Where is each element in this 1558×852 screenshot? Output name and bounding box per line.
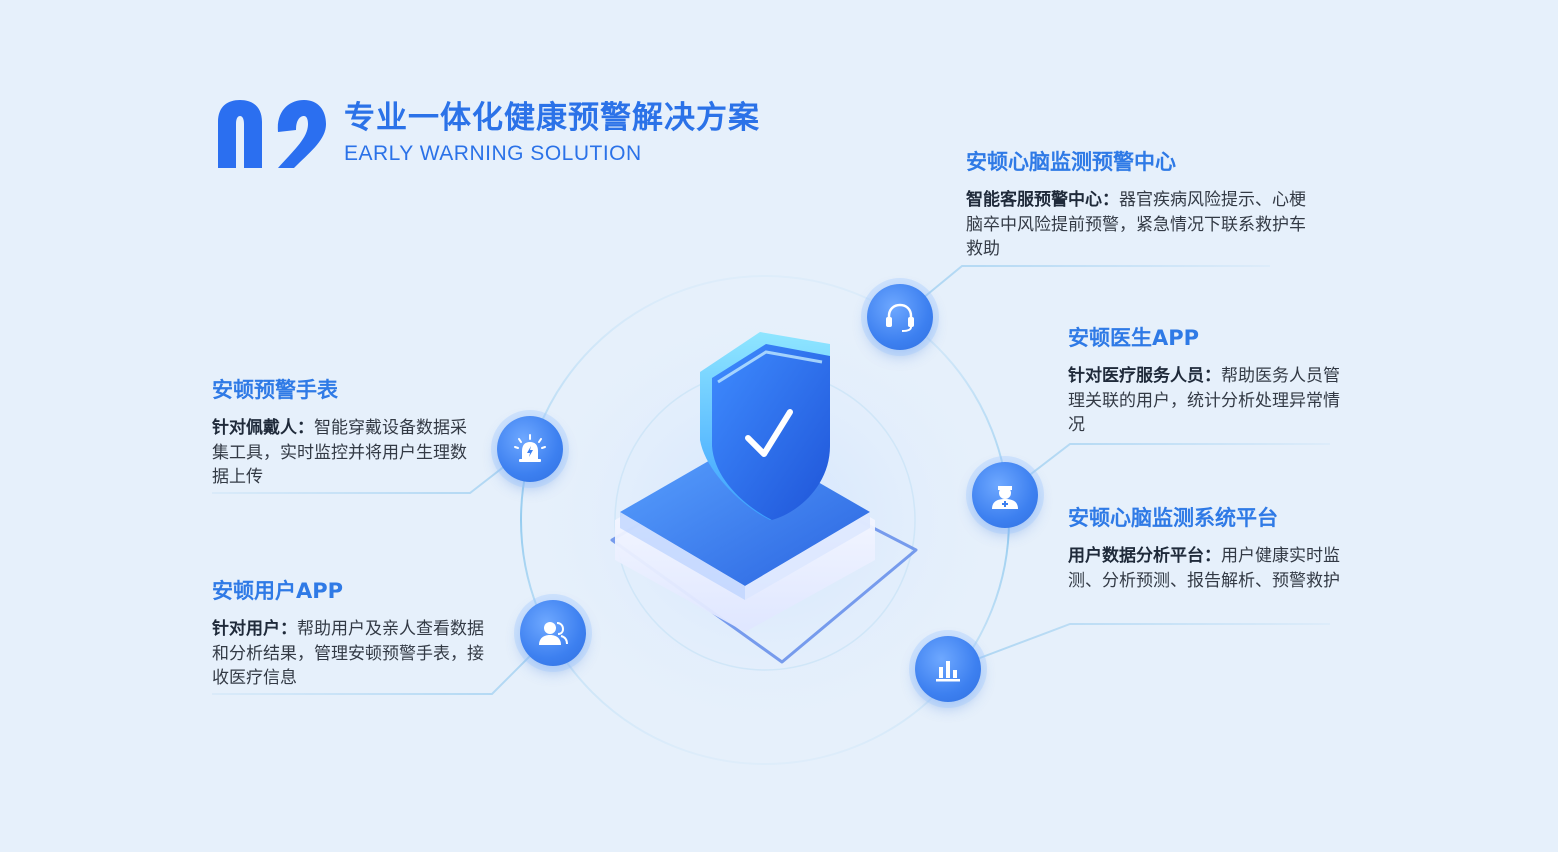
block-lead: 针对用户：	[212, 619, 297, 639]
block-user-app: 安顿用户APP 针对用户：帮助用户及亲人查看数据和分析结果，管理安顿预警手表，接…	[212, 575, 492, 691]
users-icon	[520, 600, 586, 666]
block-lead: 智能客服预警中心：	[966, 190, 1119, 210]
alarm-icon	[497, 416, 563, 482]
block-platform: 安顿心脑监测系统平台 用户数据分析平台：用户健康实时监测、分析预测、报告解析、预…	[1068, 502, 1350, 593]
block-desc: 智能客服预警中心：器官疾病风险提示、心梗脑卒中风险提前预警，紧急情况下联系救护车…	[966, 188, 1322, 262]
block-text: 帮助用户及亲人查看数据和分析结果，管理安顿预警手表，接收医疗信息	[212, 619, 484, 688]
block-text: 器官疾病风险提示、心梗脑卒中风险提前预警，紧急情况下联系救护车救助	[966, 190, 1306, 259]
block-desc: 针对用户：帮助用户及亲人查看数据和分析结果，管理安顿预警手表，接收医疗信息	[212, 617, 492, 691]
block-title: 安顿心脑监测预警中心	[966, 150, 1176, 174]
block-desc: 针对佩戴人：智能穿戴设备数据采集工具，实时监控并将用户生理数据上传	[212, 416, 474, 490]
block-title: 安顿心脑监测系统平台	[1068, 506, 1278, 530]
section-number	[218, 100, 326, 168]
block-center: 安顿心脑监测预警中心 智能客服预警中心：器官疾病风险提示、心梗脑卒中风险提前预警…	[966, 146, 1322, 262]
page-subtitle: EARLY WARNING SOLUTION	[344, 142, 642, 165]
block-text: 帮助医务人员管理关联的用户，统计分析处理异常情况	[1068, 366, 1340, 435]
block-title: 安顿预警手表	[212, 378, 338, 402]
headset-icon	[867, 284, 933, 350]
block-desc: 用户数据分析平台：用户健康实时监测、分析预测、报告解析、预警救护	[1068, 544, 1350, 593]
block-lead: 针对医疗服务人员：	[1068, 366, 1221, 386]
block-title: 安顿医生APP	[1068, 326, 1200, 350]
doctor-icon	[972, 462, 1038, 528]
block-text: 用户健康实时监测、分析预测、报告解析、预警救护	[1068, 546, 1340, 591]
block-desc: 针对医疗服务人员：帮助医务人员管理关联的用户，统计分析处理异常情况	[1068, 364, 1350, 438]
block-lead: 针对佩戴人：	[212, 418, 314, 438]
block-title: 安顿用户APP	[212, 579, 344, 603]
bar-chart-icon	[915, 636, 981, 702]
block-watch: 安顿预警手表 针对佩戴人：智能穿戴设备数据采集工具，实时监控并将用户生理数据上传	[212, 374, 474, 490]
block-lead: 用户数据分析平台：	[1068, 546, 1221, 566]
block-text: 智能穿戴设备数据采集工具，实时监控并将用户生理数据上传	[212, 418, 467, 487]
block-doctor-app: 安顿医生APP 针对医疗服务人员：帮助医务人员管理关联的用户，统计分析处理异常情…	[1068, 322, 1350, 438]
page-title: 专业一体化健康预警解决方案	[344, 100, 760, 136]
